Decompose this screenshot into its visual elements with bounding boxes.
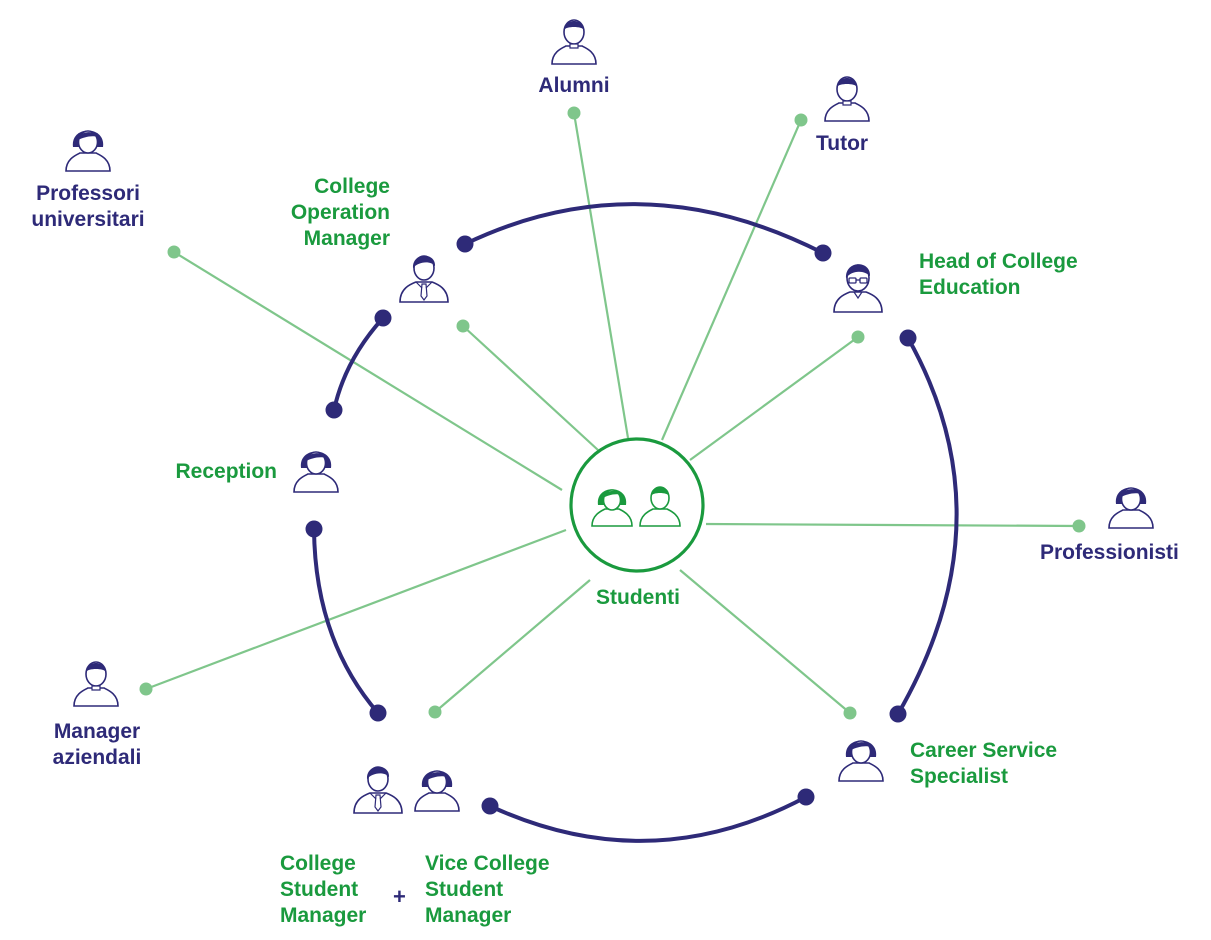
professori-universitari-label: Professori universitari [31, 182, 145, 231]
staff-ring-dots [305, 235, 917, 815]
tutor-label: Tutor [816, 132, 869, 155]
arc-top [463, 202, 825, 255]
com-male-tie-person-icon [399, 254, 449, 303]
spoke-career [679, 569, 851, 714]
professori-female-person-icon [65, 129, 111, 172]
spoke-alumni [572, 112, 630, 439]
plus-sign: + [393, 884, 406, 909]
spoke-professionisti [705, 522, 1080, 528]
college-operation-manager-label: College Operation Manager [290, 175, 390, 250]
arc-bottom [488, 795, 808, 843]
center-label: Studenti [596, 586, 680, 609]
career-service-specialist-label: Career Service Specialist [910, 739, 1058, 788]
spoke-csm [434, 579, 591, 713]
reception-label: Reception [175, 460, 277, 483]
connector-dots [139, 106, 1086, 720]
spoke-tutor [660, 119, 803, 441]
tutor-male-person-icon [824, 76, 870, 122]
spoke-com [462, 325, 599, 451]
professionisti-female-person-icon [1108, 486, 1154, 529]
head-of-college-education-label: Head of College Education [919, 250, 1078, 299]
spoke-manager-aziendali [145, 528, 567, 691]
college-student-manager-label: College Student Manager [280, 852, 367, 927]
connector-lines [145, 112, 1080, 714]
studenti-circle [569, 437, 705, 573]
staff-ring-arcs [312, 202, 959, 843]
arc-right [896, 336, 959, 716]
spoke-head [689, 336, 859, 461]
manager-aziendali-label: Manager aziendali [52, 720, 142, 769]
vice-csm-female-person-icon [414, 769, 460, 812]
head-male-glasses-person-icon [833, 263, 883, 313]
alumni-label: Alumni [538, 74, 610, 97]
spoke-professori [173, 251, 563, 491]
vice-college-student-manager-label: Vice College Student Manager [425, 852, 550, 927]
arc-left-upper [332, 316, 385, 412]
professionisti-label: Professionisti [1040, 541, 1179, 564]
alumni-male-person-icon [551, 19, 597, 65]
csm-male-tie-person-icon [353, 765, 403, 814]
manager-aziendali-male-person-icon [73, 661, 119, 707]
arc-left-lower [312, 527, 380, 715]
career-female-person-icon [838, 739, 884, 782]
reception-female-person-icon [293, 450, 339, 493]
